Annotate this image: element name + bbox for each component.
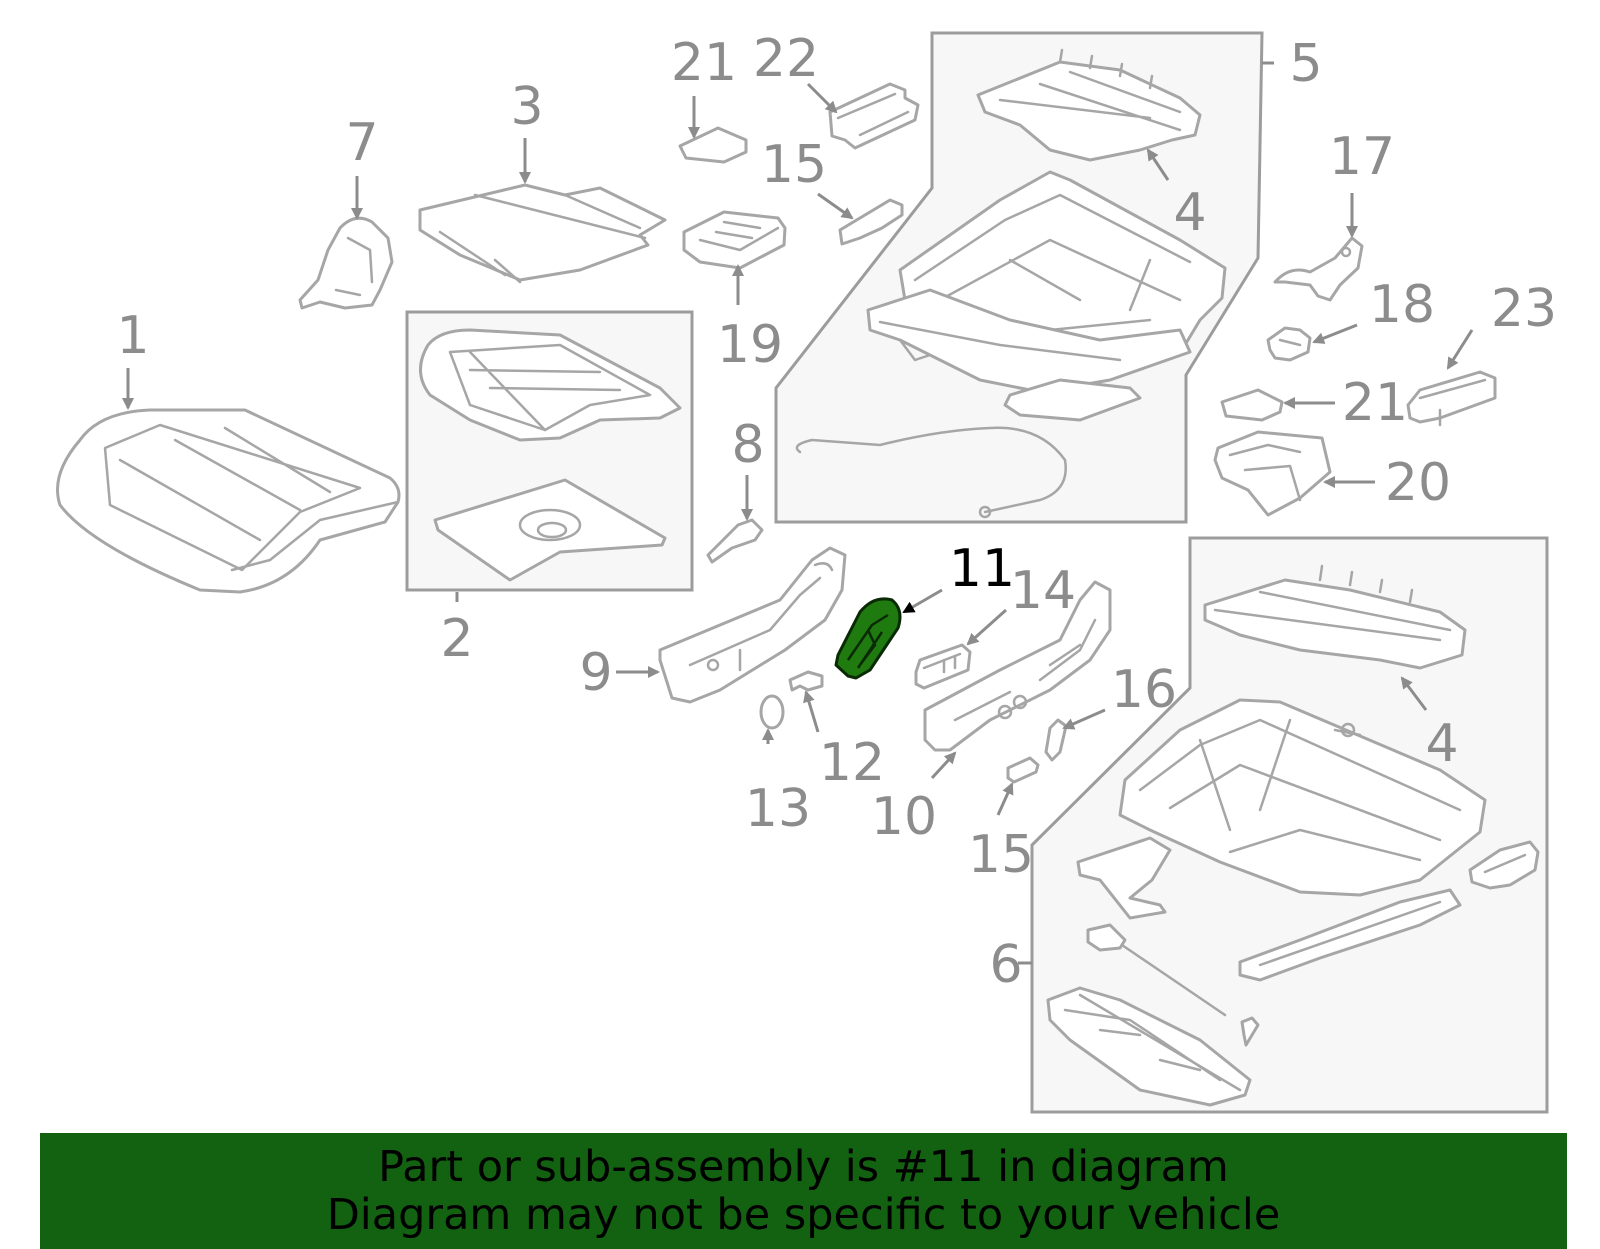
callout-14: 14 [1010,561,1076,621]
part-15-top-cover [838,198,904,246]
part-15-lower-cover [1006,756,1040,784]
part-17-bracket [1273,236,1364,302]
part-21-right-cover [1220,388,1284,422]
part-2-cushion-pad [419,328,682,582]
callout-21-right: 21 [1342,373,1408,433]
callout-5: 5 [1289,34,1322,94]
banner-line-1: Part or sub-assembly is #11 in diagram [378,1142,1229,1192]
part-9-outer-shield [658,546,847,704]
callout-15-top: 15 [761,135,827,195]
part-22-rail-cover [828,82,920,150]
part-7-trim [298,216,394,310]
callout-16: 16 [1111,660,1177,720]
part-10-inner-shield [923,580,1112,752]
part-16-bezel [1044,718,1068,762]
leader-lines [122,61,1474,965]
callout-12: 12 [819,733,885,793]
callout-4-lower: 4 [1425,714,1458,774]
callout-8: 8 [731,415,764,475]
callout-13: 13 [745,779,811,839]
part-14-switch [914,643,972,690]
info-banner: Part or sub-assembly is #11 in diagram D… [40,1133,1567,1249]
parts-diagram: 1 2 3 4 4 5 6 7 8 9 10 11 12 13 14 15 15… [56,29,1557,1114]
callout-9: 9 [579,643,612,703]
part-19-module [682,210,787,270]
callout-10: 10 [871,787,937,847]
callout-labels: 1 2 3 4 4 5 6 7 8 9 10 11 12 13 14 15 15… [116,29,1557,995]
callout-20: 20 [1385,453,1451,513]
callout-11: 11 [949,539,1015,599]
part-3-heater-mat [418,183,667,284]
callout-2: 2 [440,609,473,669]
part-23-rail-cover [1406,370,1497,427]
banner-line-2: Diagram may not be specific to your vehi… [326,1190,1281,1240]
callout-4-upper: 4 [1173,183,1206,243]
part-1-cushion-cover [56,408,401,594]
callout-6: 6 [989,935,1022,995]
part-21-top-cover [678,126,748,164]
callout-18: 18 [1369,275,1435,335]
callout-23: 23 [1491,279,1557,339]
part-8-clip [706,518,764,564]
callout-22: 22 [753,29,819,89]
part-12-clip [788,670,824,692]
part-5-frame-assembly [795,48,1227,519]
callout-19: 19 [717,315,783,375]
part-18-connector [1266,326,1312,362]
callout-7: 7 [345,113,378,173]
callout-15-bottom: 15 [968,825,1034,885]
part-20-housing [1213,430,1332,517]
callout-21-top: 21 [671,33,737,93]
callout-3: 3 [510,77,543,137]
part-11-highlighted [834,597,902,680]
part-6-power-frame-assembly [1046,564,1540,1107]
callout-1: 1 [116,306,149,366]
part-13-grommet [759,694,785,730]
callout-17: 17 [1329,127,1395,187]
